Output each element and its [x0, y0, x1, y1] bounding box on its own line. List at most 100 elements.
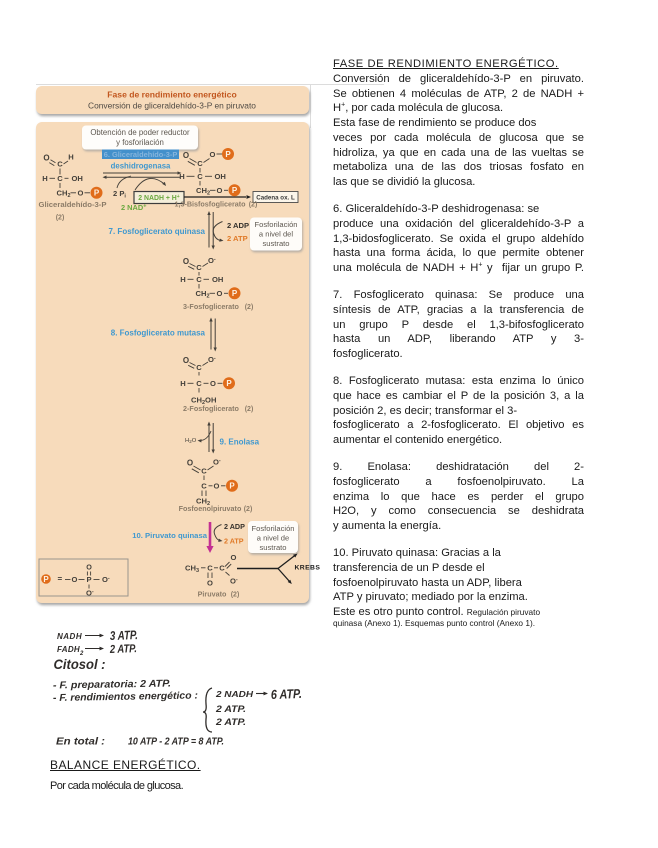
svg-text:P: P	[232, 186, 238, 195]
svg-text:O: O	[231, 553, 237, 562]
svg-text:Gliceraldehído-3-P: Gliceraldehído-3-P	[39, 200, 107, 209]
svg-text:P: P	[229, 482, 235, 491]
svg-text:C: C	[196, 263, 202, 272]
svg-text:CH3: CH3	[185, 564, 199, 575]
svg-text:OH: OH	[215, 172, 226, 181]
svg-text:Cadena ox. L: Cadena ox. L	[256, 195, 295, 202]
svg-text:(2): (2)	[231, 592, 240, 599]
svg-text:CH2: CH2	[196, 289, 210, 300]
svg-text:2 ATP: 2 ATP	[227, 234, 248, 243]
svg-text:NADH: NADH	[57, 632, 82, 641]
svg-text:P: P	[232, 289, 238, 298]
svg-text:P: P	[226, 379, 232, 388]
svg-text:y fosforilación: y fosforilación	[116, 138, 164, 147]
svg-text:P: P	[86, 575, 91, 584]
svg-text:O: O	[72, 575, 78, 584]
svg-text:CH2: CH2	[196, 186, 210, 197]
svg-text:KREBS: KREBS	[295, 564, 321, 571]
svg-text:Fosforilación: Fosforilación	[254, 220, 297, 229]
svg-text:O: O	[183, 151, 189, 160]
svg-text:O: O	[183, 356, 189, 365]
svg-text:C: C	[196, 275, 202, 284]
svg-text:Conversión de gliceraldehído-3: Conversión de gliceraldehído-3-P en piru…	[88, 101, 256, 111]
svg-text:2: 2	[79, 651, 84, 657]
svg-text:CH2OH: CH2OH	[191, 396, 216, 407]
svg-text:(2): (2)	[245, 304, 254, 311]
svg-text:O: O	[207, 579, 213, 588]
svg-text:O: O	[217, 289, 223, 298]
svg-text:Obtención de poder reductor: Obtención de poder reductor	[90, 128, 190, 137]
svg-text:O: O	[217, 186, 223, 195]
svg-text:O: O	[210, 379, 216, 388]
svg-text:Fase de rendimiento energético: Fase de rendimiento energético	[107, 90, 236, 100]
svg-text:9. Enolasa: 9. Enolasa	[220, 438, 260, 447]
svg-text:Piruvato: Piruvato	[198, 590, 227, 599]
svg-text:O: O	[43, 154, 49, 163]
svg-text:6 ATP.: 6 ATP.	[271, 686, 303, 702]
svg-text:1,3-Bisfosfoglicerato: 1,3-Bisfosfoglicerato	[174, 200, 246, 209]
svg-text:O-: O-	[213, 458, 221, 467]
svg-text:H: H	[180, 379, 185, 388]
svg-text:2 ADP: 2 ADP	[224, 522, 245, 531]
svg-text:- F. preparatoria: 2 ATP.: - F. preparatoria: 2 ATP.	[53, 678, 171, 691]
svg-text:7. Fosfoglicerato quinasa: 7. Fosfoglicerato quinasa	[109, 227, 206, 236]
svg-text:(2): (2)	[245, 406, 254, 413]
svg-text:a nivel del: a nivel del	[259, 230, 294, 239]
svg-text:8. Fosfoglicerato mutasa: 8. Fosfoglicerato mutasa	[111, 329, 206, 338]
svg-text:10 ATP - 2 ATP = 8 ATP.: 10 ATP - 2 ATP = 8 ATP.	[128, 737, 224, 748]
svg-text:O: O	[210, 150, 216, 159]
svg-text:6. Gliceraldehído-3-P: 6. Gliceraldehído-3-P	[104, 150, 178, 159]
svg-text:O-: O-	[208, 355, 216, 364]
svg-text:- F. rendimientos energético :: - F. rendimientos energético :	[53, 690, 198, 704]
svg-text:C: C	[219, 564, 225, 573]
svg-text:deshidrogenasa: deshidrogenasa	[111, 162, 171, 171]
svg-text:2 ATP.: 2 ATP.	[215, 704, 246, 714]
svg-text:H: H	[42, 174, 47, 183]
svg-text:2 ATP.: 2 ATP.	[109, 643, 137, 656]
svg-text:O: O	[78, 189, 84, 198]
svg-text:a nivel de: a nivel de	[257, 534, 290, 543]
svg-text:Fosforilación: Fosforilación	[251, 524, 294, 533]
svg-text:(2): (2)	[244, 506, 253, 513]
svg-text:P: P	[43, 575, 49, 584]
svg-text:10. Piruvato quinasa: 10. Piruvato quinasa	[132, 531, 207, 540]
svg-text:2 NADH: 2 NADH	[215, 690, 254, 699]
svg-text:(2): (2)	[249, 202, 258, 209]
svg-text:2 NAD+: 2 NAD+	[121, 203, 146, 212]
svg-text:sustrato: sustrato	[262, 239, 289, 248]
svg-text:O-: O-	[102, 575, 110, 584]
svg-text:2 NADH + H+: 2 NADH + H+	[138, 194, 179, 202]
svg-text:OH: OH	[212, 275, 223, 284]
svg-text:En total :: En total :	[56, 737, 105, 748]
svg-text:FADH: FADH	[57, 645, 80, 654]
svg-text:O: O	[183, 257, 189, 266]
svg-text:O-: O-	[230, 577, 238, 586]
svg-text:C: C	[196, 379, 202, 388]
svg-text:C: C	[196, 363, 202, 372]
svg-text:3 ATP.: 3 ATP.	[110, 628, 138, 643]
svg-text:C: C	[57, 174, 63, 183]
svg-text:C: C	[197, 172, 203, 181]
svg-text:2 Pi: 2 Pi	[113, 189, 126, 200]
svg-text:O-: O-	[208, 256, 216, 265]
svg-text:P: P	[225, 150, 231, 159]
svg-text:=: =	[58, 575, 63, 584]
svg-text:CH2: CH2	[57, 189, 71, 200]
svg-text:sustrato: sustrato	[259, 543, 286, 552]
svg-text:O: O	[86, 563, 92, 572]
svg-text:C: C	[57, 160, 63, 169]
svg-text:C: C	[201, 482, 207, 491]
svg-text:C: C	[197, 159, 203, 168]
svg-text:C: C	[201, 467, 207, 476]
svg-text:P: P	[94, 189, 100, 198]
svg-text:O: O	[187, 459, 193, 468]
svg-text:Fosfoenolpiruvato: Fosfoenolpiruvato	[179, 504, 242, 513]
svg-text:H: H	[68, 153, 73, 162]
svg-text:Citosol :: Citosol :	[54, 657, 106, 672]
svg-text:O: O	[214, 482, 220, 491]
svg-text:2 ATP.: 2 ATP.	[215, 717, 246, 727]
svg-text:2 ATP: 2 ATP	[224, 537, 244, 546]
svg-text:2 ADP: 2 ADP	[227, 221, 249, 230]
svg-text:3-Fosfoglicerato: 3-Fosfoglicerato	[183, 302, 240, 311]
svg-text:O-: O-	[86, 589, 94, 598]
